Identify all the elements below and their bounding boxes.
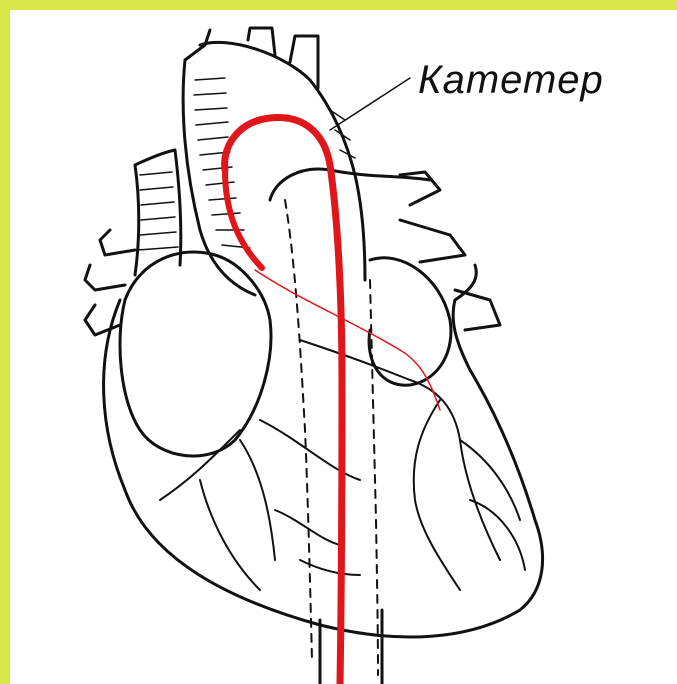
descending-vessel (320, 610, 382, 684)
pulmonary-branch-left (400, 220, 465, 262)
guide-line-left (285, 200, 312, 660)
guide-line-right (370, 280, 378, 675)
aorta-hatching (138, 78, 355, 250)
coronary-artery-left (300, 340, 500, 560)
catheter-thin-line (255, 270, 440, 410)
catheter-tail (225, 170, 262, 268)
left-atrial-appendage (369, 258, 451, 385)
superior-vena-cava (135, 150, 181, 275)
catheter-label: Катетер (418, 58, 604, 103)
callout-leader (330, 78, 410, 130)
coronary-branch-1 (414, 400, 460, 590)
pulmonary-veins-left (85, 230, 135, 335)
right-atrium (120, 252, 271, 456)
